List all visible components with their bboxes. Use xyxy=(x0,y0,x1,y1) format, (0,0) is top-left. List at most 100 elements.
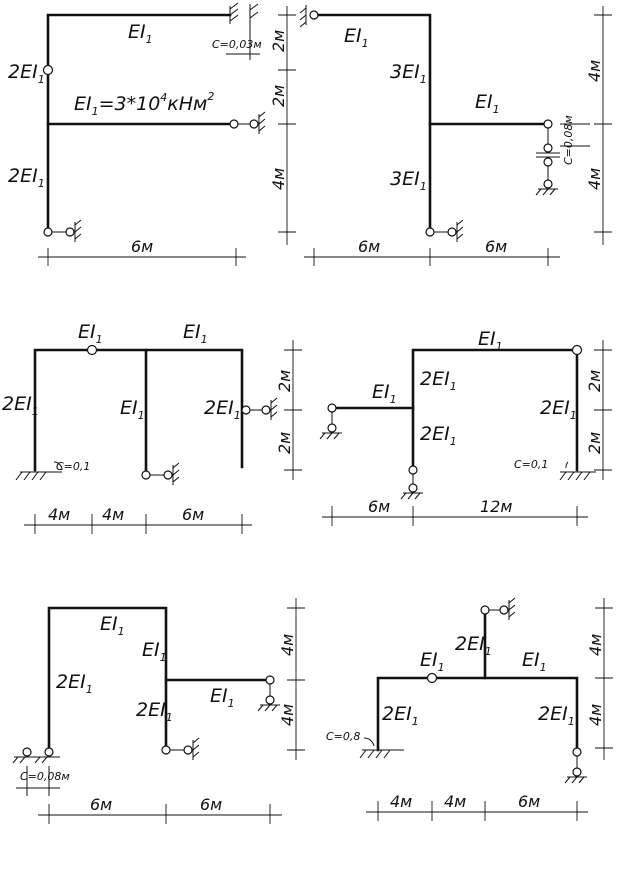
frame3-dim-right-1: 2м xyxy=(275,370,294,392)
svg-text:3EI1: 3EI1 xyxy=(390,61,427,86)
frame1-dim-bottom: 6м xyxy=(38,237,246,266)
frame4-label-right: 2EI1 xyxy=(540,397,577,422)
frame2-dim-right-1: 4м xyxy=(585,60,604,82)
frame6-label-beam-right: EI1 xyxy=(522,649,547,674)
frame3-dim-right: 2м 2м xyxy=(275,340,302,480)
frame5-support-bottom-left: С=0,08м xyxy=(12,747,70,796)
frame2-support-bottom xyxy=(425,219,464,242)
svg-text:2EI1: 2EI1 xyxy=(204,397,241,422)
frame1-dim-bottom-1: 6м xyxy=(131,237,153,256)
frame3-label-middle: EI1 xyxy=(120,397,145,422)
svg-text:EI1: EI1 xyxy=(183,321,208,346)
frame4-label-left-beam: EI1 xyxy=(372,381,397,406)
frame5-label-col-lower: 2EI1 xyxy=(136,699,173,724)
frame5-dim-right-2: 4м xyxy=(278,704,297,726)
frame6-dim-right: 4м 4м xyxy=(586,598,613,760)
frame5-label-beam: EI1 xyxy=(210,685,235,710)
frame2-dim-bottom-2: 6м xyxy=(485,237,507,256)
frame1-c-label: С=0,03м xyxy=(212,38,262,51)
frame6-c-label: С=0,8 xyxy=(326,730,360,743)
frame4-dim-bottom-2: 12м xyxy=(480,497,512,516)
frame1-dim-right-2: 2м xyxy=(269,85,288,107)
frame3-dim-bottom-3: 6м xyxy=(182,505,204,524)
frame6-dim-bottom-1: 4м xyxy=(390,792,412,811)
frame4-hinge-corner xyxy=(571,344,583,356)
svg-text:2EI1: 2EI1 xyxy=(420,423,457,448)
svg-text:EI1: EI1 xyxy=(478,328,503,353)
frame3-dim-right-2: 2м xyxy=(275,432,294,454)
frame6-label-right: 2EI1 xyxy=(538,703,575,728)
svg-text:EI1: EI1 xyxy=(210,685,235,710)
frame4-dim-right-2: 2м xyxy=(585,432,604,454)
frame-diagram-6: С=0,8 EI1 2EI1 EI1 2EI1 2EI1 xyxy=(326,597,613,821)
frame4-outline xyxy=(411,348,579,472)
frame2-label-col-lower: 3EI1 xyxy=(390,168,427,193)
frame2-label-col-upper: 3EI1 xyxy=(390,61,427,86)
frame3-label-top-right: EI1 xyxy=(183,321,208,346)
frame6-hinge-beam xyxy=(426,672,438,684)
frame4-dim-bottom-1: 6м xyxy=(368,497,390,516)
frame6-fixed-support-left: С=0,8 xyxy=(326,730,404,759)
frame4-label-top: EI1 xyxy=(478,328,503,353)
frame5-c-label: С=0,08м xyxy=(20,770,70,783)
frame5-label-left: 2EI1 xyxy=(56,671,93,696)
frame6-dim-bottom: 4м 4м 6м xyxy=(366,792,588,821)
svg-text:EI1: EI1 xyxy=(475,91,500,116)
frame6-dim-bottom-2: 4м xyxy=(444,792,466,811)
frame5-dim-bottom: 6м 6м xyxy=(38,795,282,824)
frame4-label-col-upper: 2EI1 xyxy=(420,368,457,393)
frame2-dim-bottom-1: 6м xyxy=(358,237,380,256)
svg-text:2EI1: 2EI1 xyxy=(382,703,419,728)
frame4-dim-right: 2м 2м xyxy=(585,340,612,480)
frame1-fixed-support-top: С=0,03м xyxy=(212,2,262,60)
frame4-c-label: С=0,1 xyxy=(514,458,548,471)
frame-diagram-1: С=0,03м EI1 2EI1 2E xyxy=(8,2,296,266)
frame6-label-top-col: 2EI1 xyxy=(455,633,492,658)
frame5-dim-bottom-1: 6м xyxy=(90,795,112,814)
frame-diagram-4: С=0,1 EI1 EI1 2EI1 2EI1 2EI1 2м 2м xyxy=(319,328,612,526)
svg-text:2EI1: 2EI1 xyxy=(8,165,45,190)
svg-text:EI1=3*104кНм2: EI1=3*104кНм2 xyxy=(74,90,214,118)
svg-text:EI1: EI1 xyxy=(372,381,397,406)
frame1-formula: EI1=3*104кНм2 xyxy=(74,90,214,118)
frame3-label-left: 2EI1 xyxy=(2,393,39,418)
frame5-support-bottom-right xyxy=(161,737,200,760)
frame3-fixed-support-left: С=0,1 xyxy=(15,460,90,481)
frame1-dim-right-1: 2м xyxy=(269,30,288,52)
frame6-support-right xyxy=(564,747,587,784)
frame4-label-col-lower: 2EI1 xyxy=(420,423,457,448)
frame5-dim-right-1: 4м xyxy=(278,634,297,656)
frame1-roller-support-mid xyxy=(229,111,266,134)
frame1-label-left-upper: 2EI1 xyxy=(8,61,45,86)
frame3-dim-bottom-2: 4м xyxy=(102,505,124,524)
frame1-label-left-lower: 2EI1 xyxy=(8,165,45,190)
frame3-c-label: С=0,1 xyxy=(56,460,90,473)
svg-text:EI1: EI1 xyxy=(522,649,547,674)
frame4-support-bottom xyxy=(400,465,423,500)
frame3-label-top-left: EI1 xyxy=(78,321,103,346)
frame3-support-right xyxy=(241,397,278,420)
svg-text:EI1: EI1 xyxy=(78,321,103,346)
frame1-outline xyxy=(46,13,232,232)
frame3-label-right: 2EI1 xyxy=(204,397,241,422)
svg-text:2EI1: 2EI1 xyxy=(8,61,45,86)
frame1-label-top: EI1 xyxy=(128,21,153,46)
frame-diagram-5: С=0,08м EI1 2EI1 EI1 xyxy=(12,598,305,824)
frame2-c-label: С=0,08м xyxy=(562,115,575,165)
frame6-dim-right-1: 4м xyxy=(586,634,605,656)
frame5-label-top: EI1 xyxy=(100,613,125,638)
frame2-dim-bottom: 6м 6м xyxy=(304,237,560,266)
frame5-label-col-upper: EI1 xyxy=(142,639,167,664)
frame1-roller-support-bottom xyxy=(43,219,82,242)
svg-text:EI1: EI1 xyxy=(420,649,445,674)
frame2-label-beam: EI1 xyxy=(475,91,500,116)
frame2-support-top-left xyxy=(299,5,319,28)
frame4-dim-right-1: 2м xyxy=(585,370,604,392)
frame2-support-right: С=0,08м xyxy=(535,115,590,196)
svg-text:2EI1: 2EI1 xyxy=(538,703,575,728)
frame6-outline xyxy=(376,676,579,752)
frame6-dim-bottom-3: 6м xyxy=(518,792,540,811)
frame2-dim-right: 4м 4м xyxy=(585,6,612,245)
frame3-dim-bottom: 4м 4м 6м xyxy=(24,505,252,534)
